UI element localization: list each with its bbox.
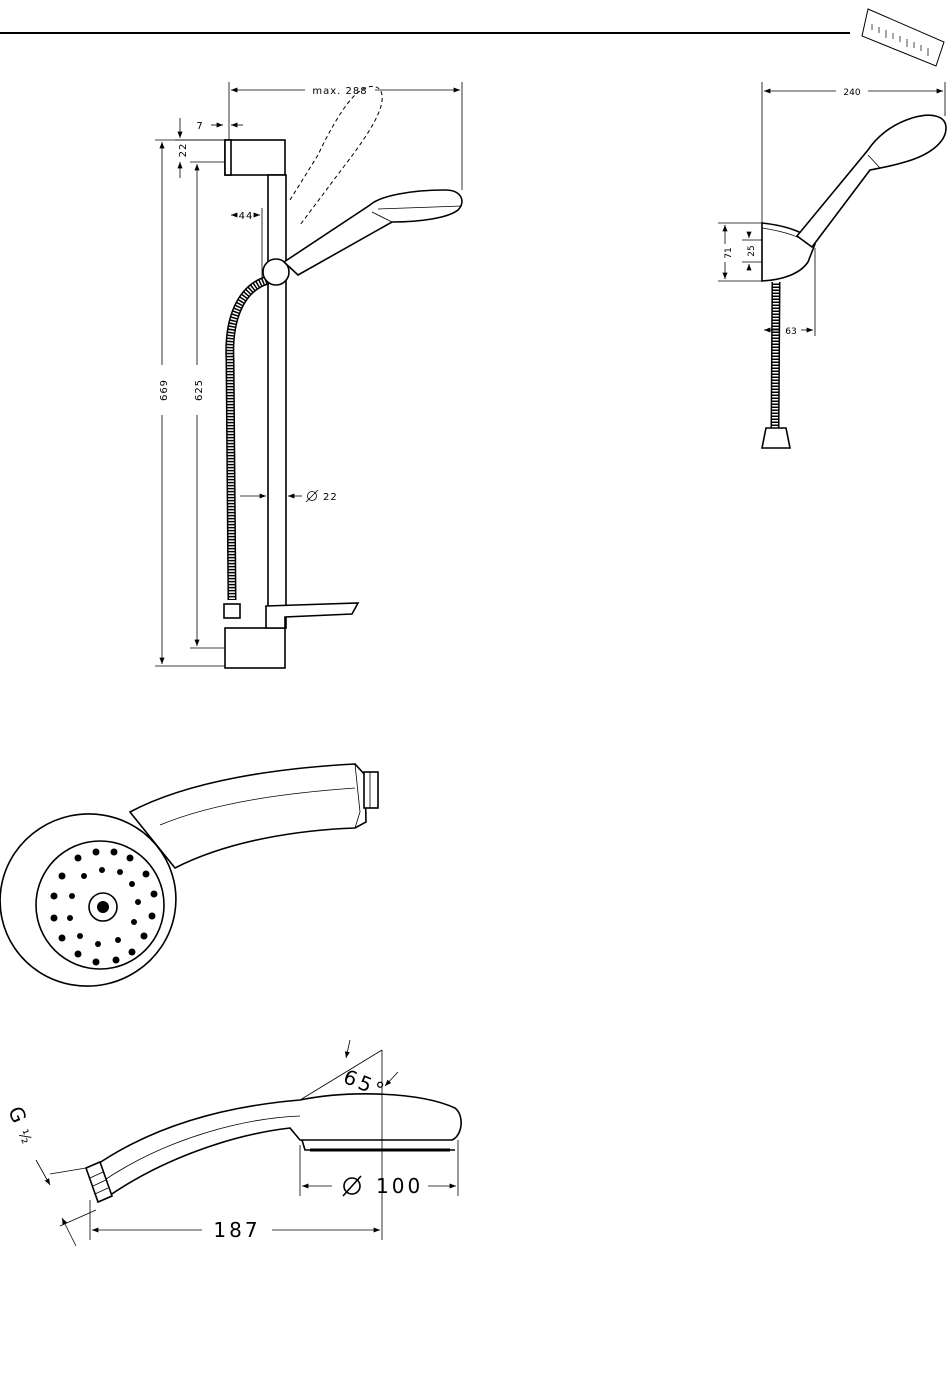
dim-inner-height: 625 [194, 379, 205, 401]
dim-slider-offset: 44 [239, 211, 254, 222]
hand-shower-alt-position [290, 86, 382, 225]
shower-hose [230, 280, 268, 600]
dim-holder-height: 71 [724, 247, 734, 258]
hand-shower-side-view: 65° 100 187 G ½ [3, 1040, 461, 1246]
thread-size: ½ [14, 1128, 34, 1148]
dim-holder-depth: 63 [785, 327, 796, 337]
hand-shower-handle [130, 764, 366, 868]
bottom-wall-bracket [225, 628, 285, 668]
shower-rail [268, 175, 286, 628]
dim-top-gap: 22 [178, 143, 189, 158]
dim-rail-diameter: 22 [323, 492, 338, 503]
soap-dish [266, 603, 358, 628]
dim-shower-length: 187 [213, 1218, 260, 1242]
top-wall-bracket [225, 140, 285, 175]
hand-shower-tilted [284, 190, 462, 275]
ruler-scale-icon [862, 9, 944, 66]
dim-holder-inner: 25 [747, 245, 757, 256]
hand-shower-in-holder [797, 115, 946, 247]
hand-shower-perspective-view [0, 764, 378, 1002]
wall-holder-view: 240 71 25 63 [718, 82, 946, 448]
dim-head-diameter: 100 [376, 1174, 423, 1198]
dim-total-height: 669 [159, 379, 170, 401]
dim-width-max: max. 288 [312, 86, 367, 97]
dim-holder-width: 240 [843, 88, 860, 98]
thread-letter: G [3, 1103, 32, 1129]
dim-offset: 7 [196, 121, 203, 132]
diameter-symbol-icon [306, 490, 318, 502]
rail-set-front-view: max. 288 7 22 669 625 44 22 [155, 82, 462, 668]
